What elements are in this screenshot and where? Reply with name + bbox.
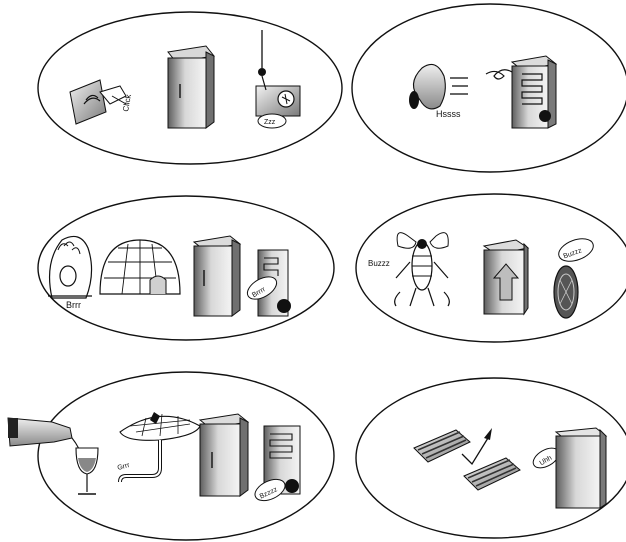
panel-wine-spill: Grrr Bzzzz — [7, 371, 335, 541]
cold-sound-label: Brrr — [66, 300, 81, 310]
panel-hair-dryer: Hssss — [351, 3, 626, 173]
panel-outline — [37, 195, 335, 341]
panel-outline — [355, 377, 626, 539]
bottle-icon — [7, 417, 83, 459]
insect-icon — [394, 232, 450, 307]
speech-bubble: Buzzz — [558, 238, 594, 262]
fridge-icon — [198, 413, 250, 497]
pendulum-icon — [255, 30, 301, 117]
cable-icon — [485, 69, 513, 80]
panel-outline — [351, 3, 626, 173]
panel-outline — [37, 11, 343, 165]
wall-switch-icon — [69, 79, 127, 125]
spill-sound-label: Grrr — [117, 462, 131, 472]
hair-dryer-icon — [409, 63, 468, 110]
vent-grille-icon — [463, 457, 521, 491]
panel-outline — [355, 193, 626, 343]
fridge-icon — [167, 45, 215, 129]
speech-bubble: Brrrr — [246, 276, 278, 300]
fridge-coils-icon — [510, 55, 558, 129]
wine-glass-icon — [75, 447, 99, 495]
igloo-icon — [99, 239, 181, 295]
shivering-figure-icon — [48, 235, 93, 299]
dryer-sound-label: Hssss — [436, 109, 461, 119]
panel-vents: Uhh — [355, 377, 626, 539]
speech-bubble: Uhh — [532, 447, 560, 469]
sink-drain-icon — [118, 412, 201, 483]
speech-bubble: Bzzzz — [254, 478, 286, 502]
panel-cold-house: Brrr Brrrr — [37, 195, 335, 341]
arrow-connector-icon — [461, 428, 492, 466]
cabinet-icon — [554, 427, 608, 509]
switch-sound-label: Click — [121, 93, 133, 113]
panel-wall-switch: Click Zzz — [37, 11, 343, 165]
insect-sound-label: Buzzz — [368, 259, 390, 268]
dispenser-icon — [482, 239, 530, 316]
fridge-icon — [192, 235, 242, 317]
disc-icon — [553, 265, 579, 319]
panel-insect: Buzzz Buzzz — [355, 193, 626, 343]
bubble-text: Zzz — [264, 119, 276, 126]
speech-bubble: Zzz — [257, 113, 287, 129]
panel-outline — [37, 371, 335, 541]
vent-grille-icon — [413, 429, 471, 463]
